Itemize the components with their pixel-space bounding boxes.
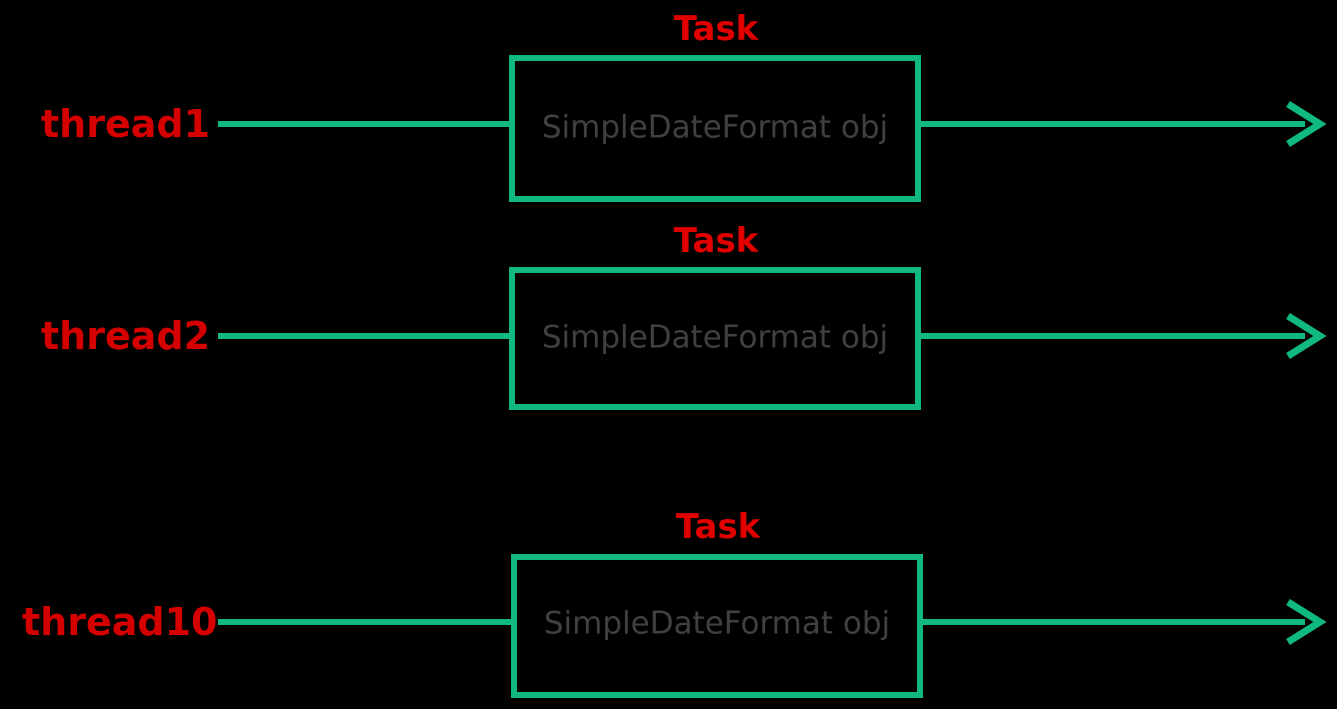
thread-row-2 xyxy=(218,267,1327,410)
thread-label-3: thread10 xyxy=(22,600,218,644)
arrowhead-icon-2 xyxy=(1286,313,1327,359)
task-box-2 xyxy=(509,267,921,410)
thread-label-1: thread1 xyxy=(41,102,211,146)
arrowhead-icon-1 xyxy=(1286,101,1327,147)
task-box-text-2: SimpleDateFormat obj xyxy=(541,319,889,356)
task-label-1: Task xyxy=(673,9,759,49)
task-box-text-1: SimpleDateFormat obj xyxy=(541,109,889,146)
task-box-3 xyxy=(511,554,923,698)
thread-row-1 xyxy=(218,55,1327,202)
thread-label-2: thread2 xyxy=(41,314,211,358)
task-box-1 xyxy=(509,55,921,202)
task-box-text-3: SimpleDateFormat obj xyxy=(543,605,891,642)
arrowhead-icon-3 xyxy=(1286,599,1327,645)
task-label-3: Task xyxy=(675,507,761,547)
task-label-2: Task xyxy=(673,221,759,261)
thread-row-3 xyxy=(218,554,1327,698)
